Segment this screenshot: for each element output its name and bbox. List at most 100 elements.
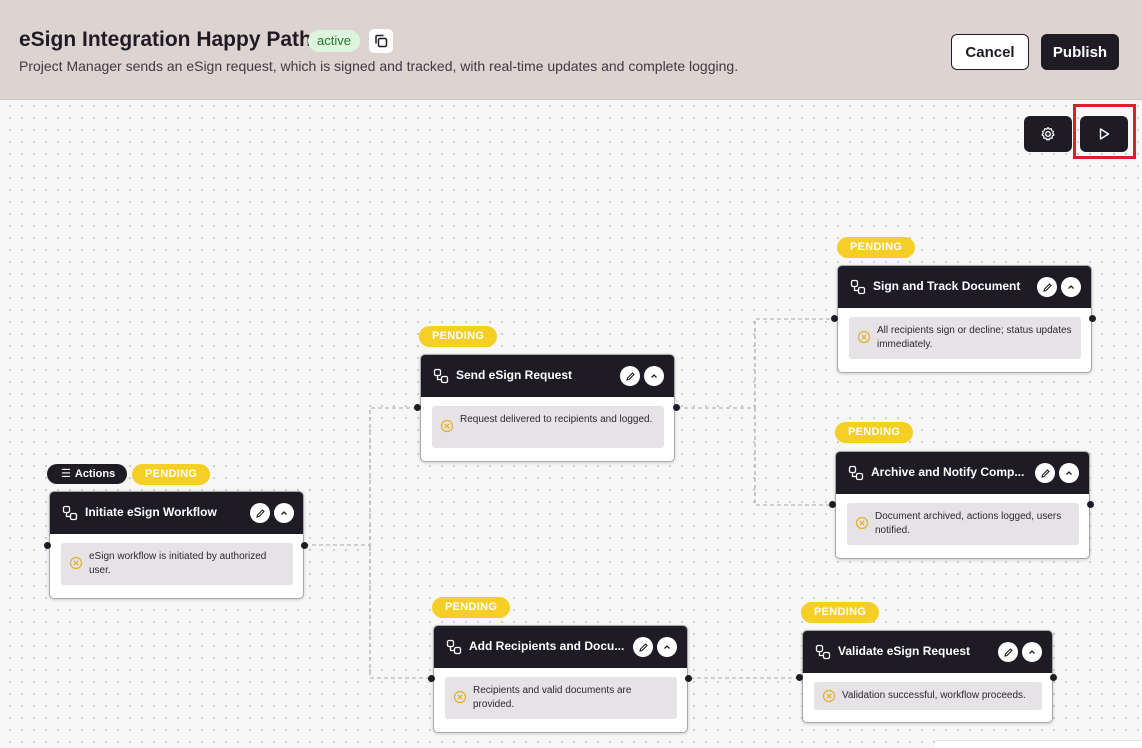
- workflow-node-initiate[interactable]: Initiate eSign Workflow eSign workflow i…: [49, 491, 304, 599]
- node-title: Add Recipients and Docu...: [469, 639, 625, 653]
- chevron-up-icon: [281, 511, 287, 515]
- input-port[interactable]: [796, 674, 803, 681]
- pencil-icon: [1042, 282, 1052, 292]
- node-header: Validate eSign Request: [803, 631, 1052, 673]
- collapse-button[interactable]: [644, 366, 664, 386]
- input-port[interactable]: [44, 542, 51, 549]
- x-circle-icon: [453, 690, 467, 704]
- menu-icon: ☰: [61, 468, 71, 480]
- settings-button[interactable]: [1024, 116, 1072, 152]
- workflow-icon: [433, 368, 449, 384]
- run-button-highlight: [1073, 104, 1136, 159]
- collapse-button[interactable]: [1061, 277, 1081, 297]
- node-body: Request delivered to recipients and logg…: [432, 406, 664, 448]
- status-badge: active: [308, 30, 360, 52]
- edge-send-to-sign: [677, 318, 833, 409]
- publish-button[interactable]: Publish: [1041, 34, 1119, 70]
- edge-send-to-archive: [754, 408, 831, 506]
- chevron-up-icon: [1068, 285, 1074, 289]
- input-port[interactable]: [829, 501, 836, 508]
- node-title: Archive and Notify Comp...: [871, 465, 1025, 479]
- workflow-node-sign-track[interactable]: Sign and Track Document All recipients s…: [837, 265, 1092, 373]
- copy-icon: [375, 34, 388, 48]
- chevron-up-icon: [664, 645, 670, 649]
- status-badge: PENDING: [432, 597, 511, 618]
- pencil-icon: [255, 508, 265, 518]
- workflow-node-validate[interactable]: Validate eSign Request Validation succes…: [802, 630, 1053, 723]
- output-port[interactable]: [673, 404, 680, 411]
- collapse-button[interactable]: [1022, 642, 1042, 662]
- x-circle-icon: [440, 419, 454, 433]
- node-header: Archive and Notify Comp...: [836, 452, 1089, 494]
- node-description: Request delivered to recipients and logg…: [460, 414, 653, 425]
- node-header: Add Recipients and Docu...: [434, 626, 687, 668]
- node-description: eSign workflow is initiated by authorize…: [89, 551, 267, 576]
- input-port[interactable]: [831, 315, 838, 322]
- node-header: Sign and Track Document: [838, 266, 1091, 308]
- output-port[interactable]: [1087, 501, 1094, 508]
- node-header: Send eSign Request: [421, 355, 674, 397]
- node-title: Initiate eSign Workflow: [85, 505, 217, 519]
- node-description: All recipients sign or decline; status u…: [877, 325, 1072, 350]
- gear-icon: [1041, 126, 1055, 141]
- input-port[interactable]: [414, 404, 421, 411]
- cancel-button[interactable]: Cancel: [951, 34, 1029, 70]
- status-badge: PENDING: [419, 326, 498, 347]
- pencil-icon: [1040, 468, 1050, 478]
- output-port[interactable]: [1089, 315, 1096, 322]
- workflow-node-add-recipients[interactable]: Add Recipients and Docu... Recipients an…: [433, 625, 688, 733]
- actions-chip[interactable]: ☰Actions: [47, 464, 128, 484]
- node-description: Recipients and valid documents are provi…: [473, 685, 632, 710]
- pencil-icon: [638, 642, 648, 652]
- chevron-up-icon: [1066, 471, 1072, 475]
- node-body: Document archived, actions logged, users…: [847, 503, 1079, 545]
- workflow-node-archive-notify[interactable]: Archive and Notify Comp... Document arch…: [835, 451, 1090, 559]
- pencil-icon: [1003, 647, 1013, 657]
- x-circle-icon: [857, 330, 871, 344]
- run-button[interactable]: [1080, 116, 1128, 152]
- node-title: Sign and Track Document: [873, 279, 1021, 293]
- page-description: Project Manager sends an eSign request, …: [19, 58, 739, 74]
- workflow-icon: [850, 279, 866, 295]
- status-badge: PENDING: [801, 602, 880, 623]
- edge-initiate-to-send: [305, 407, 416, 546]
- node-description: Validation successful, workflow proceeds…: [842, 690, 1026, 701]
- edit-button[interactable]: [250, 503, 270, 523]
- output-port[interactable]: [301, 542, 308, 549]
- input-port[interactable]: [428, 675, 435, 682]
- x-circle-icon: [69, 556, 83, 570]
- collapse-button[interactable]: [1059, 463, 1079, 483]
- actions-label: Actions: [74, 468, 116, 480]
- output-port[interactable]: [1050, 674, 1057, 681]
- status-badge: PENDING: [837, 237, 916, 258]
- page-title: eSign Integration Happy Path: [19, 28, 312, 51]
- edit-button[interactable]: [1035, 463, 1055, 483]
- chevron-up-icon: [651, 374, 657, 378]
- workflow-icon: [815, 644, 831, 660]
- edit-button[interactable]: [633, 637, 653, 657]
- edit-button[interactable]: [620, 366, 640, 386]
- node-title: Send eSign Request: [456, 368, 573, 382]
- edge-initiate-to-add: [369, 545, 430, 679]
- workflow-icon: [62, 505, 78, 521]
- x-circle-icon: [822, 689, 836, 703]
- copy-button[interactable]: [369, 29, 393, 53]
- pencil-icon: [625, 371, 635, 381]
- node-description: Document archived, actions logged, users…: [875, 511, 1062, 536]
- page-header: eSign Integration Happy Path active Proj…: [0, 0, 1142, 100]
- status-badge: PENDING: [132, 464, 211, 485]
- node-body: All recipients sign or decline; status u…: [849, 317, 1081, 359]
- node-body: eSign workflow is initiated by authorize…: [61, 543, 293, 585]
- edit-button[interactable]: [998, 642, 1018, 662]
- x-circle-icon: [855, 516, 869, 530]
- edit-button[interactable]: [1037, 277, 1057, 297]
- workflow-node-send[interactable]: Send eSign Request Request delivered to …: [420, 354, 675, 462]
- collapse-button[interactable]: [657, 637, 677, 657]
- node-title: Validate eSign Request: [838, 644, 971, 658]
- status-badge: PENDING: [835, 422, 914, 443]
- workflow-icon: [446, 639, 462, 655]
- output-port[interactable]: [685, 675, 692, 682]
- collapse-button[interactable]: [274, 503, 294, 523]
- workflow-icon: [848, 465, 864, 481]
